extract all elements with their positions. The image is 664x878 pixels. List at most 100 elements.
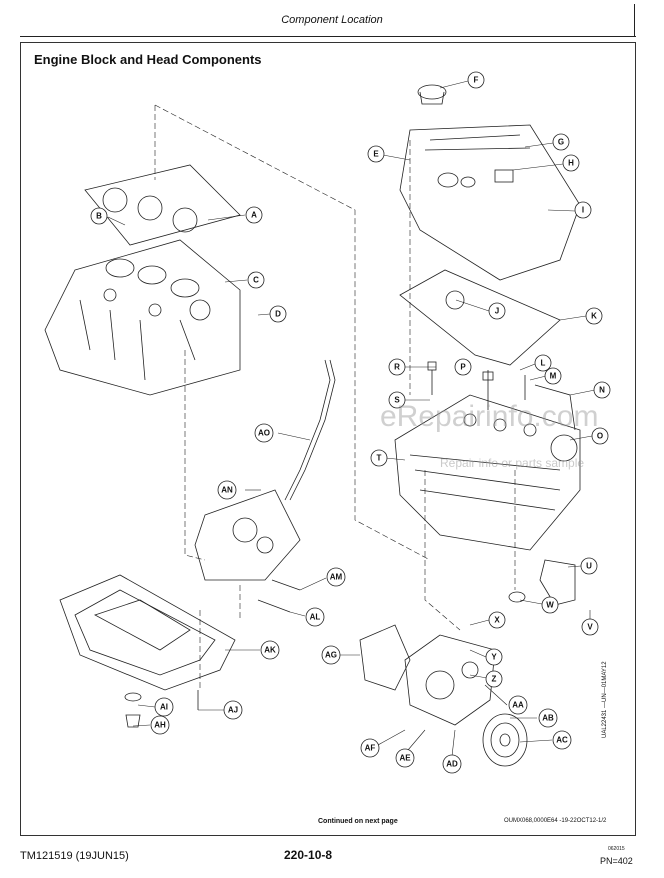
callout-AD xyxy=(442,754,462,774)
callout-AG xyxy=(321,645,341,665)
callout-A xyxy=(245,206,263,224)
callout-label: P xyxy=(460,363,466,372)
callout-label: C xyxy=(253,276,259,285)
callout-label: AC xyxy=(556,736,568,745)
callout-K xyxy=(585,307,603,325)
callout-AE xyxy=(395,748,415,768)
callout-Z xyxy=(485,670,503,688)
footer-small-code: 062015 xyxy=(608,846,625,852)
engine-block-drawing xyxy=(44,239,241,396)
callout-R xyxy=(388,358,406,376)
side-reference-code: UAL22431 —UN—01MAY12 xyxy=(602,661,608,738)
filler-cap-drawing xyxy=(417,84,447,105)
callout-Y xyxy=(485,648,503,666)
callout-label: AF xyxy=(365,744,376,753)
callout-label: X xyxy=(494,616,500,625)
callout-AH xyxy=(150,715,170,735)
water-pump-drawing xyxy=(404,634,496,726)
valve-cover-drawing xyxy=(399,124,581,281)
callout-label: T xyxy=(377,454,382,463)
callout-I xyxy=(574,201,592,219)
continued-note: Continued on next page xyxy=(318,818,398,825)
callout-label: J xyxy=(495,307,499,316)
callout-label: G xyxy=(558,138,564,147)
callout-AF xyxy=(360,738,380,758)
callout-AK xyxy=(260,640,280,660)
callout-H xyxy=(562,154,580,172)
callout-F xyxy=(467,71,485,89)
callout-label: AO xyxy=(258,429,270,438)
callout-label: AL xyxy=(310,613,321,622)
callout-label: M xyxy=(550,372,557,381)
o-ring-drawing xyxy=(508,591,526,603)
header-rule xyxy=(20,36,636,37)
callout-AO xyxy=(254,423,274,443)
callout-label: Y xyxy=(491,653,497,662)
footer-page-number: 220-10-8 xyxy=(284,848,333,862)
callout-label: S xyxy=(394,396,400,405)
callout-label: I xyxy=(582,206,584,215)
callout-label: A xyxy=(251,211,257,220)
callout-L xyxy=(534,354,552,372)
drain-plug-drawing xyxy=(124,692,142,728)
callout-AM xyxy=(326,567,346,587)
callout-label: E xyxy=(373,150,379,159)
callout-N xyxy=(593,381,611,399)
callout-label: U xyxy=(586,562,592,571)
callout-label: D xyxy=(275,310,281,319)
callout-label: W xyxy=(546,601,554,610)
callout-label: AG xyxy=(325,651,337,660)
footer-pn: PN=402 xyxy=(600,856,633,866)
callout-O xyxy=(591,427,609,445)
callout-label: AJ xyxy=(228,706,238,715)
watermark-main: eRepairinfo.com xyxy=(380,400,599,433)
callout-label: B xyxy=(96,212,102,221)
valve-cover-gasket-drawing xyxy=(399,269,561,366)
callout-label: AI xyxy=(160,703,168,712)
callout-label: AK xyxy=(264,646,276,655)
callout-label: AH xyxy=(154,721,166,730)
callout-AB xyxy=(538,708,558,728)
callout-M xyxy=(544,367,562,385)
callout-label: AA xyxy=(512,701,524,710)
reference-code: OUMX068,0000E64 -19-22OCT12-1/2 xyxy=(504,818,607,824)
callout-label: K xyxy=(591,312,597,321)
callout-label: R xyxy=(394,363,400,372)
callout-label: AN xyxy=(221,486,233,495)
callout-C xyxy=(247,271,265,289)
callout-J xyxy=(488,302,506,320)
head-bolts-drawing xyxy=(427,361,526,410)
callout-AC xyxy=(552,730,572,750)
callout-U xyxy=(580,557,598,575)
header-tick xyxy=(634,4,635,36)
callout-B xyxy=(90,207,108,225)
bracket-drawing xyxy=(539,559,576,606)
callout-D xyxy=(269,305,287,323)
callout-E xyxy=(367,145,385,163)
callout-AN xyxy=(217,480,237,500)
leader-lines xyxy=(107,80,596,757)
callout-label: F xyxy=(474,76,479,85)
callout-V xyxy=(581,618,599,636)
pan-bolts-drawing xyxy=(197,579,301,710)
front-cover-drawing xyxy=(194,489,301,581)
dipstick-tube-drawing xyxy=(284,359,336,501)
watermark-sub: Repair info or parts sample xyxy=(440,456,585,470)
callout-T xyxy=(370,449,388,467)
oil-pan-drawing xyxy=(59,574,236,691)
callout-W xyxy=(541,596,559,614)
footer-doc-id: TM121519 (19JUN15) xyxy=(20,850,129,862)
callout-label: O xyxy=(597,432,603,441)
callout-AA xyxy=(508,695,528,715)
callout-label: Z xyxy=(492,675,497,684)
callout-label: AD xyxy=(446,760,458,769)
callout-label: AE xyxy=(399,754,411,763)
callout-label: AM xyxy=(330,573,343,582)
section-title: Engine Block and Head Components xyxy=(34,52,262,67)
callout-X xyxy=(488,611,506,629)
water-pump-gasket-drawing xyxy=(359,624,411,691)
callout-AI xyxy=(154,697,174,717)
alignment-lines xyxy=(154,104,516,690)
callout-label: L xyxy=(541,359,546,368)
